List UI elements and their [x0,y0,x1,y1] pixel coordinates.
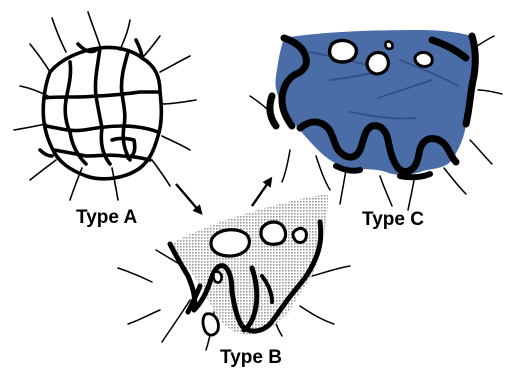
type-a-crack-network [14,12,196,200]
arrow-a-to-b [176,184,200,212]
arrows [176,180,270,212]
type-b-shape [118,194,350,350]
type-c-shape [250,30,502,210]
type-a-label: Type A [76,208,137,227]
type-c-label: Type C [362,210,424,229]
type-b-label: Type B [220,348,282,367]
arrow-b-to-c [252,180,270,206]
